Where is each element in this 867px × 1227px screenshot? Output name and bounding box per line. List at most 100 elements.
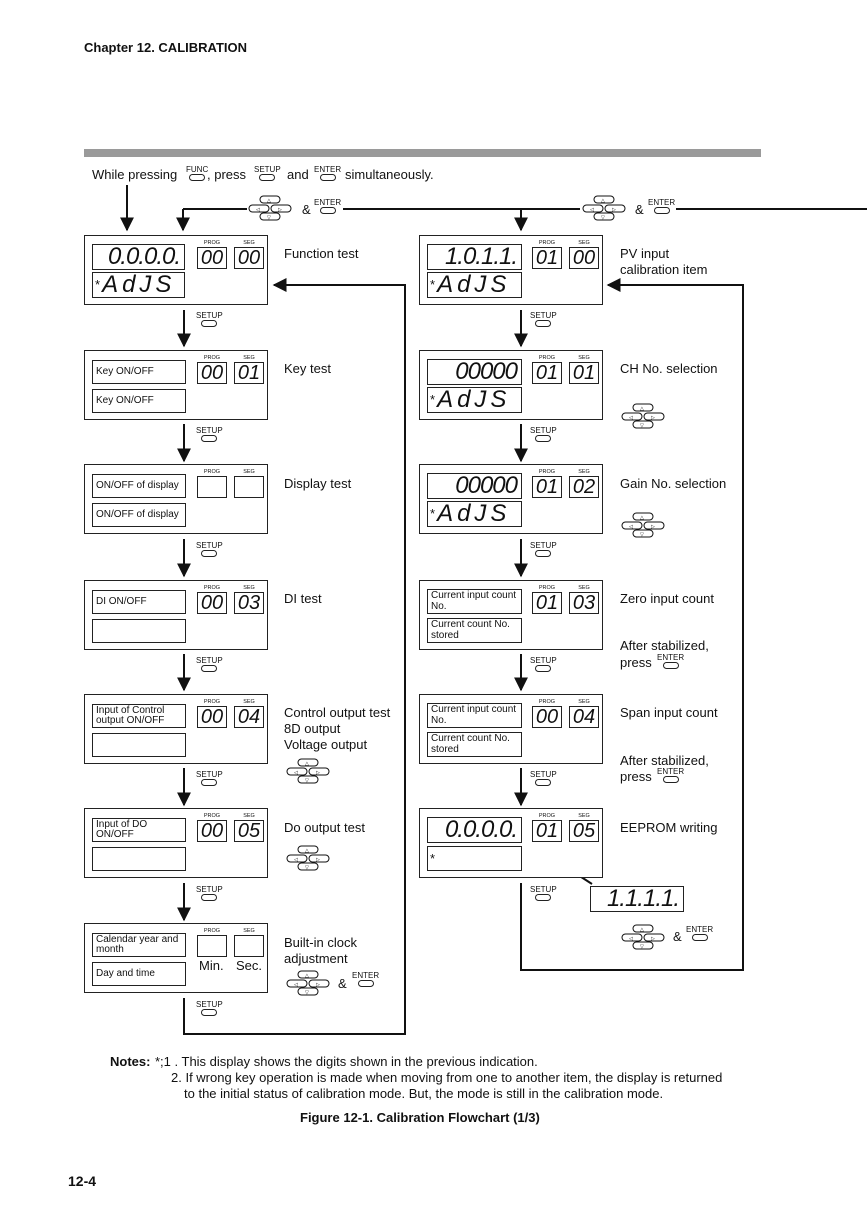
enter-key: ENTER [648, 199, 675, 214]
amp-text: & [338, 976, 347, 991]
setup-key: SETUP [530, 542, 557, 557]
arrow-keys-icon: △◁▷▽ [248, 195, 292, 221]
setup-key: SETUP [196, 886, 223, 901]
svg-text:△: △ [601, 198, 605, 204]
prog-display: 00 [197, 362, 227, 384]
sub-display: *AdJS [92, 271, 185, 298]
svg-text:△: △ [640, 406, 644, 412]
display-test-panel: ON/OFF of display ON/OFF of display PROG… [84, 464, 268, 534]
gain-no-panel: 00000 *AdJS PROG SEG 01 02 [419, 464, 603, 534]
after-stabilized-text: After stabilized, [620, 638, 709, 653]
svg-text:△: △ [640, 927, 644, 933]
sec-label: Sec. [236, 958, 263, 973]
seg-label: SEG [243, 355, 255, 361]
func-key: FUNC [186, 166, 208, 181]
seg-label: SEG [578, 813, 590, 819]
svg-text:▽: ▽ [640, 532, 644, 538]
eeprom-panel: 0.0.0.0. * PROG SEG 01 05 [419, 808, 603, 878]
line1-display: Key ON/OFF [92, 360, 186, 384]
press-text: press [620, 769, 652, 784]
step-label: Built-in clock adjustment [284, 935, 357, 966]
step-label: Control output test 8D output Voltage ou… [284, 705, 391, 752]
svg-text:△: △ [267, 198, 271, 204]
seg-label: SEG [243, 813, 255, 819]
step-label: EEPROM writing [620, 820, 718, 835]
svg-text:△: △ [640, 515, 644, 521]
svg-text:△: △ [305, 848, 309, 854]
prog-display: 00 [197, 820, 227, 842]
prog-label: PROG [203, 928, 221, 934]
setup-key: SETUP [196, 312, 223, 327]
prog-label: PROG [538, 240, 556, 246]
sub-display: *AdJS [427, 271, 522, 298]
prog-label: PROG [538, 813, 556, 819]
prog-label: PROG [203, 240, 221, 246]
eeprom-result-display: 1.1.1.1. [590, 885, 684, 912]
step-label: Span input count [620, 705, 718, 720]
arrow-keys-icon: △◁▷▽ [621, 924, 665, 950]
enter-key: ENTER [686, 926, 713, 941]
min-label: Min. [199, 958, 224, 973]
prog-label: PROG [538, 585, 556, 591]
seg-display [234, 935, 264, 957]
press-text: press [620, 655, 652, 670]
instruction-mid: , press [207, 167, 247, 182]
seg-display: 04 [234, 706, 264, 728]
arrow-keys-icon: △◁▷▽ [286, 758, 330, 784]
seg-label: SEG [243, 928, 255, 934]
setup-key: SETUP [530, 657, 557, 672]
instruction-and: and [287, 167, 309, 182]
span-input-panel: Current input count No. Current count No… [419, 694, 603, 764]
line2-display: Key ON/OFF [92, 389, 186, 413]
instruction-post: simultaneously. [345, 167, 434, 182]
svg-text:◁: ◁ [294, 857, 298, 863]
line2-display [92, 847, 186, 871]
zero-input-panel: Current input count No. Current count No… [419, 580, 603, 650]
built-in-clock-panel: Calendar year and month Day and time PRO… [84, 923, 268, 993]
setup-key: SETUP [196, 427, 223, 442]
setup-key: SETUP [530, 771, 557, 786]
seg-label: SEG [578, 585, 590, 591]
svg-text:▷: ▷ [651, 524, 655, 530]
enter-key: ENTER [657, 768, 684, 783]
notes-title: Notes: [110, 1054, 151, 1069]
main-display: 0.0.0.0. [427, 816, 522, 843]
setup-key: SETUP [530, 312, 557, 327]
seg-display: 03 [569, 592, 599, 614]
prog-label: PROG [203, 813, 221, 819]
arrow-keys-icon: △◁▷▽ [286, 845, 330, 871]
prog-display: 01 [532, 476, 562, 498]
svg-text:◁: ◁ [629, 936, 633, 942]
svg-text:▷: ▷ [651, 415, 655, 421]
step-label: Display test [284, 476, 352, 491]
control-output-test-panel: Input of Control output ON/OFF PROG SEG … [84, 694, 268, 764]
setup-key: SETUP [196, 542, 223, 557]
seg-display [234, 476, 264, 498]
seg-display: 01 [569, 362, 599, 384]
svg-text:▽: ▽ [305, 865, 309, 871]
svg-text:◁: ◁ [256, 207, 260, 213]
seg-display: 05 [569, 820, 599, 842]
seg-label: SEG [243, 585, 255, 591]
note-1: *;1 . This display shows the digits show… [155, 1054, 538, 1069]
seg-display: 00 [234, 247, 264, 269]
svg-text:▽: ▽ [267, 215, 271, 221]
amp-text: & [635, 202, 644, 217]
line1-display: Current input count No. [427, 703, 522, 728]
amp-text: & [302, 202, 311, 217]
svg-text:▽: ▽ [640, 423, 644, 429]
main-display: 00000 [427, 358, 522, 385]
line2-display [92, 619, 186, 643]
line2-display: Current count No. stored [427, 732, 522, 757]
step-label: DI test [284, 591, 322, 606]
line1-display: Calendar year and month [92, 933, 186, 957]
prog-display: 01 [532, 592, 562, 614]
sub-display: * [427, 846, 522, 871]
prog-display: 00 [197, 247, 227, 269]
prog-display: 01 [532, 820, 562, 842]
prog-display: 00 [197, 706, 227, 728]
ch-no-panel: 00000 *AdJS PROG SEG 01 01 [419, 350, 603, 420]
amp-text: & [673, 929, 682, 944]
prog-display [197, 476, 227, 498]
svg-text:△: △ [305, 761, 309, 767]
